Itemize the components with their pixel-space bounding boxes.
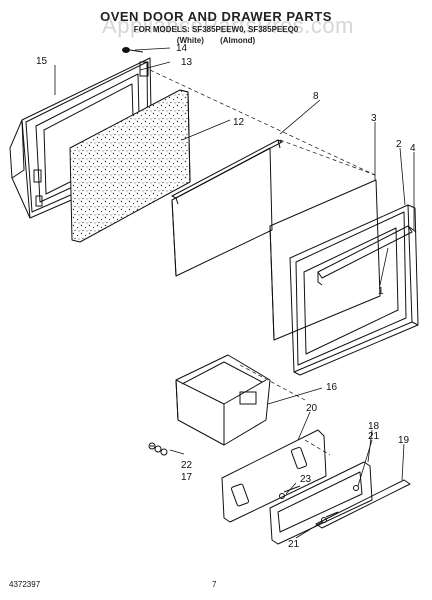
- callout-17: 17: [181, 472, 193, 483]
- diagram-title: OVEN DOOR AND DRAWER PARTS: [100, 9, 332, 24]
- screws-22: [148, 442, 168, 456]
- drawer-panel-20: [221, 429, 327, 523]
- door-handle-4: [317, 225, 417, 286]
- callout-18: 18: [368, 421, 380, 432]
- callout-labels: 15 14 13 12 8 3 2 4 1 16 20 22 17 18 19 …: [36, 43, 416, 550]
- page-number: 7: [212, 580, 217, 589]
- watermark: AppliancePartsPros.com: [102, 13, 354, 38]
- callout-21-lower: 21: [288, 539, 300, 550]
- trim-strip-19: [315, 479, 411, 529]
- color-variants: (White) (Almond): [176, 36, 256, 45]
- door-frame-2: [289, 204, 419, 376]
- callout-15: 15: [36, 56, 48, 67]
- alignment-lines: [149, 69, 376, 456]
- callout-13: 13: [181, 57, 193, 68]
- fasteners-21: [279, 485, 359, 523]
- callout-1: 1: [378, 286, 384, 297]
- screw-14: [122, 47, 144, 53]
- callout-2: 2: [396, 139, 402, 150]
- callout-19: 19: [398, 435, 410, 446]
- callout-12: 12: [233, 117, 245, 128]
- drawer-front-18: [269, 461, 373, 545]
- drawer-tub-16: [175, 354, 271, 446]
- insulation-13: [69, 89, 191, 243]
- callout-14: 14: [176, 43, 188, 54]
- callout-4: 4: [410, 143, 416, 154]
- glass-pane-3: [269, 179, 381, 341]
- callout-22: 22: [181, 460, 193, 471]
- callout-21-upper: 21: [368, 431, 380, 442]
- callout-3: 3: [371, 113, 377, 124]
- callout-16: 16: [326, 382, 338, 393]
- callout-8: 8: [313, 91, 319, 102]
- callout-23: 23: [300, 474, 312, 485]
- glass-retainer-8: [171, 139, 283, 205]
- callout-20: 20: [306, 403, 318, 414]
- model-line: FOR MODELS: SF385PEEW0, SF385PEEQ0: [133, 25, 299, 34]
- leader-lines: [54, 47, 415, 539]
- part-number: 4372397: [9, 580, 41, 589]
